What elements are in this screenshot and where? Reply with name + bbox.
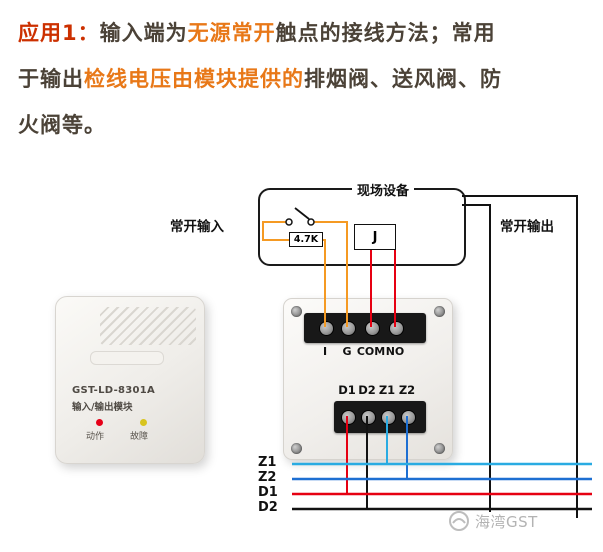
module-type-label: 输入/输出模块 — [72, 402, 133, 413]
field-device-label: 现场设备 — [352, 180, 415, 199]
led-action-label: 动作 — [86, 432, 105, 442]
corner-screw-icon — [291, 306, 302, 317]
bus-label-z2: Z2 — [258, 470, 277, 485]
terminal-screw-icon — [390, 322, 403, 335]
text-segment: 排烟阀、送风阀、防 — [304, 67, 502, 91]
watermark-logo-icon — [449, 511, 469, 531]
app-label: 应用1： — [18, 21, 100, 45]
terminal-label-no: NO — [385, 345, 405, 358]
terminal-label-z1: Z1 — [378, 383, 396, 397]
text-segment: 于输出 — [18, 67, 84, 91]
bus-label-d1: D1 — [258, 485, 278, 500]
instruction-line-2: 于输出检线电压由模块提供的排烟阀、送风阀、防 — [18, 56, 590, 102]
instruction-text: 应用1：输入端为无源常开触点的接线方法；常用 于输出检线电压由模块提供的排烟阀、… — [18, 10, 590, 148]
terminal-label-d1: D1 — [338, 383, 356, 397]
relay-box: J — [354, 224, 396, 250]
text-segment: 火阀等。 — [18, 113, 106, 137]
terminal-label-com: COM — [356, 345, 386, 358]
bus-label-d2: D2 — [258, 500, 278, 515]
led-fault-icon — [140, 419, 147, 426]
relay-label: J — [372, 229, 378, 245]
indicator-slot — [90, 351, 164, 365]
corner-screw-icon — [291, 443, 302, 454]
terminal-label-i: I — [322, 345, 328, 358]
led-fault-label: 故障 — [130, 432, 149, 442]
watermark: 海湾GST — [448, 510, 538, 532]
input-label: 常开输入 — [170, 219, 224, 235]
terminal-screw-icon — [342, 322, 355, 335]
bus-label-z1: Z1 — [258, 455, 277, 470]
corner-screw-icon — [434, 443, 445, 454]
terminal-screw-icon — [320, 322, 333, 335]
terminal-screw-icon — [402, 411, 415, 424]
terminal-screw-icon — [382, 411, 395, 424]
instruction-line-3: 火阀等。 — [18, 102, 590, 148]
output-wire-outer — [462, 195, 578, 518]
watermark-text: 海湾GST — [475, 512, 538, 531]
resistor-box: 4.7K — [289, 232, 323, 247]
module-model-label: GST-LD-8301A — [72, 385, 156, 396]
terminal-screw-icon — [362, 411, 375, 424]
terminal-label-g: G — [342, 345, 352, 358]
terminal-label-z2: Z2 — [398, 383, 416, 397]
text-segment-highlight: 无源常开 — [187, 21, 276, 45]
led-action-icon — [96, 419, 103, 426]
resistor-value: 4.7K — [293, 234, 319, 245]
terminal-screw-icon — [342, 411, 355, 424]
instruction-line-1: 应用1：输入端为无源常开触点的接线方法；常用 — [18, 10, 590, 56]
module-plate — [283, 298, 453, 460]
output-label: 常开输出 — [500, 219, 554, 235]
vent-grille-icon — [100, 307, 196, 345]
text-segment: 输入端为 — [99, 21, 188, 45]
corner-screw-icon — [434, 306, 445, 317]
text-segment-highlight: 检线电压由模块提供的 — [84, 67, 304, 91]
terminal-screw-icon — [366, 322, 379, 335]
module-photo: GST-LD-8301A 输入/输出模块 动作 故障 — [55, 296, 205, 464]
text-segment: 触点的接线方法；常用 — [275, 21, 496, 45]
output-wire-inner — [462, 204, 491, 512]
terminal-label-d2: D2 — [358, 383, 376, 397]
